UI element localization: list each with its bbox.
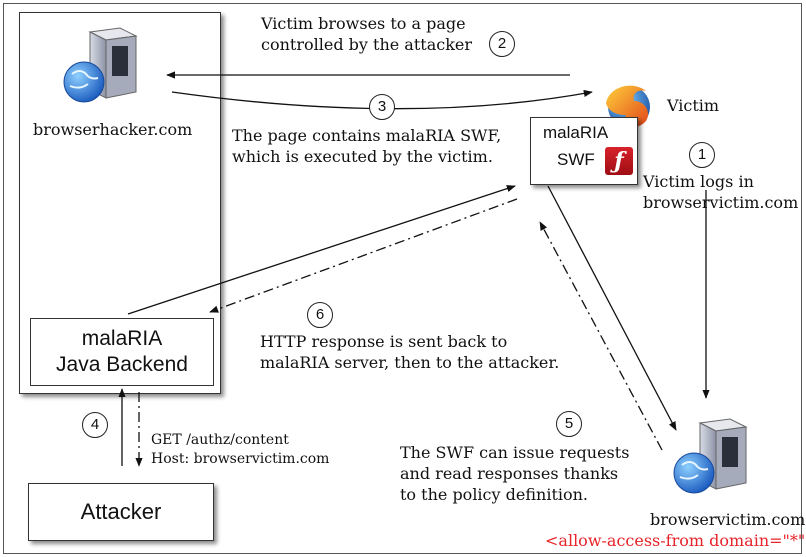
arrow-step-5-response	[539, 221, 663, 451]
step-5-text-line2: and read responses thanks	[400, 464, 619, 483]
arrow-swf-to-victim-server	[547, 185, 677, 431]
malaria-swf-box: malaRIA SWF ƒ	[530, 117, 638, 185]
malaria-backend-box: malaRIA Java Backend	[30, 318, 214, 386]
policy-text: <allow-access-from domain="*" />	[545, 531, 806, 550]
step-3-badge: 3	[369, 94, 395, 120]
arrow-step-6-response	[209, 198, 518, 313]
step-6-text-line1: HTTP response is sent back to	[260, 332, 508, 351]
step-2-text-line2: controlled by the attacker	[261, 35, 473, 54]
step-5-badge: 5	[556, 411, 582, 437]
step-3-text-line1: The page contains malaRIA SWF,	[232, 126, 502, 145]
backend-label-line2: Java Backend	[56, 353, 188, 376]
step-2-text-line1: Victim browses to a page	[261, 14, 466, 33]
step-1-text-line1: Victim logs in	[643, 172, 754, 191]
step-1-text-line2: browservictim.com	[643, 193, 799, 212]
attacker-label: Attacker	[80, 499, 162, 524]
step-1-badge: 1	[689, 142, 715, 168]
swf-label-line1: malaRIA	[543, 123, 609, 142]
step-4-badge: 4	[82, 412, 108, 438]
step-4-text-line1: GET /authz/content	[151, 432, 289, 448]
server-globe-icon	[673, 418, 748, 494]
step-6-text-line2: malaRIA server, then to the attacker.	[260, 353, 560, 372]
swf-label-line2: SWF	[557, 150, 595, 169]
attacker-box: Attacker	[28, 483, 214, 541]
arrow-swf-to-backend	[127, 185, 516, 315]
diagram-frame	[3, 3, 802, 554]
flash-icon: ƒ	[605, 147, 633, 175]
browserhacker-label: browserhacker.com	[33, 120, 193, 139]
step-3-text-line2: which is executed by the victim.	[232, 147, 493, 166]
step-4-text-line2: Host: browservictim.com	[151, 451, 330, 467]
step-2-badge: 2	[489, 31, 515, 57]
browservictim-label: browservictim.com	[650, 510, 806, 529]
server-globe-icon	[63, 27, 138, 103]
step-6-badge: 6	[307, 302, 333, 328]
step-5-text-line3: to the policy definition.	[400, 485, 589, 504]
backend-label-line1: malaRIA	[81, 327, 163, 350]
step-5-text-line1: The SWF can issue requests	[400, 443, 630, 462]
victim-label: Victim	[667, 96, 720, 115]
